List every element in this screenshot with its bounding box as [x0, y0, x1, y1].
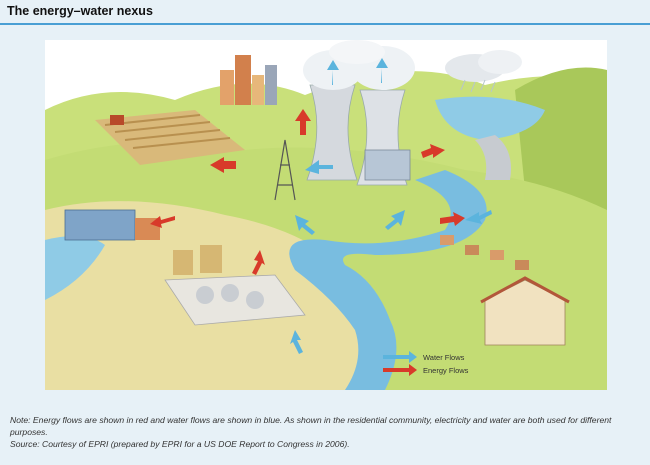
legend-energy-arrow: [383, 364, 417, 376]
water-flow-arrows: [290, 58, 492, 354]
cooling-towers: [303, 40, 415, 186]
dam: [475, 135, 511, 180]
legend-water-label: Water Flows: [423, 353, 465, 362]
factory: [64, 209, 160, 241]
city-buildings: [220, 55, 277, 105]
energy-water-illustration: Water Flows Energy Flows: [45, 40, 607, 390]
left-water: [45, 236, 105, 300]
mountain: [515, 67, 607, 220]
title-divider: [0, 23, 650, 25]
legend-energy-label: Energy Flows: [423, 366, 469, 375]
legend-water-arrow: [383, 351, 417, 363]
farm-field: [95, 110, 245, 165]
energy-flow-arrows: [150, 109, 465, 275]
figure-notes: Note: Energy flows are shown in red and …: [10, 414, 642, 450]
transmission-tower: [274, 139, 296, 201]
treatment-plant: [164, 245, 306, 326]
source-text: Source: Courtesy of EPRI (prepared by EP…: [10, 439, 350, 449]
figure-title: The energy–water nexus: [7, 4, 153, 18]
river: [289, 170, 487, 390]
rain-cloud: [445, 50, 522, 93]
residential-community: [440, 235, 570, 346]
lake: [435, 96, 545, 140]
note-text: Note: Energy flows are shown in red and …: [10, 415, 612, 437]
legend: Water Flows Energy Flows: [383, 351, 469, 376]
power-plant: [364, 149, 411, 181]
